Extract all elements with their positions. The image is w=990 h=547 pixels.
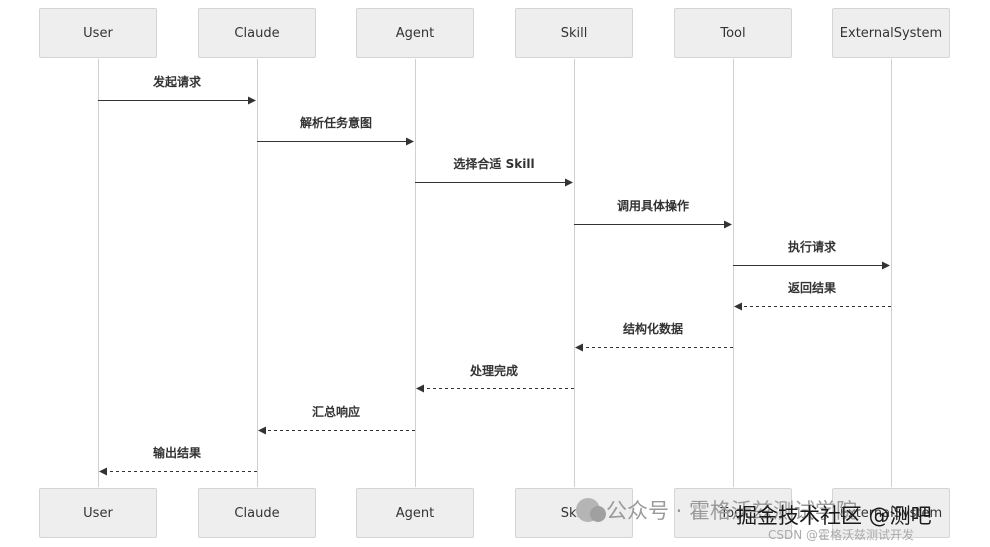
message-arrowhead-10 [99, 467, 107, 476]
message-arrowhead-4 [724, 220, 732, 229]
message-arrowhead-2 [406, 137, 414, 146]
lifeline-externalsystem [891, 59, 892, 487]
participant-label: ExternalSystem [839, 505, 943, 521]
participant-user-bottom: User [39, 488, 157, 538]
message-arrowhead-5 [882, 261, 890, 270]
message-label-4: 调用具体操作 [616, 199, 690, 213]
participant-claude-top: Claude [198, 8, 316, 58]
lifeline-tool [733, 59, 734, 487]
participant-agent-bottom: Agent [356, 488, 474, 538]
message-label-8: 处理完成 [469, 364, 519, 378]
participant-label: Skill [560, 25, 588, 41]
participant-externalsystem-bottom: ExternalSystem [832, 488, 950, 538]
message-arrowhead-8 [416, 384, 424, 393]
participant-label: Agent [395, 25, 435, 41]
message-label-10: 输出结果 [152, 446, 202, 460]
participant-label: User [83, 25, 113, 41]
participant-agent-top: Agent [356, 8, 474, 58]
lifeline-claude [257, 59, 258, 487]
message-label-1: 发起请求 [152, 75, 202, 89]
watermark-platform-text: 公众号 · 霍格沃兹测试学院 [606, 499, 858, 523]
message-label-2: 解析任务意图 [299, 116, 373, 130]
participant-label: Tool [720, 505, 746, 521]
participant-tool-bottom: Tool [674, 488, 792, 538]
message-label-9: 汇总响应 [311, 405, 361, 419]
message-label-7: 结构化数据 [622, 322, 684, 336]
lifeline-skill [574, 59, 575, 487]
lifeline-agent [415, 59, 416, 487]
message-arrowhead-1 [248, 96, 256, 105]
watermark-wechat: 公众号 · 霍格沃兹测试学院 [576, 492, 857, 528]
participant-label: Claude [234, 25, 280, 41]
participant-tool-top: Tool [674, 8, 792, 58]
message-arrowhead-9 [258, 426, 266, 435]
participant-claude-bottom: Claude [198, 488, 316, 538]
participant-skill-bottom: Skill [515, 488, 633, 538]
participant-label: Agent [395, 505, 435, 521]
watermark-juejin: 掘金技术社区 @测吧 [736, 504, 932, 528]
participant-externalsystem-top: ExternalSystem [832, 8, 950, 58]
wechat-icon [576, 498, 606, 522]
message-arrowhead-3 [565, 178, 573, 187]
message-label-5: 执行请求 [787, 240, 837, 254]
participant-label: Claude [234, 505, 280, 521]
message-label-3: 选择合适 Skill [453, 157, 535, 171]
participant-skill-top: Skill [515, 8, 633, 58]
lifeline-user [98, 59, 99, 487]
participant-label: User [83, 505, 113, 521]
message-label-6: 返回结果 [787, 281, 837, 295]
participant-label: ExternalSystem [839, 25, 943, 41]
message-arrowhead-6 [734, 302, 742, 311]
participant-label: Tool [720, 25, 746, 41]
participant-user-top: User [39, 8, 157, 58]
watermark-csdn: CSDN @霍格沃兹测试开发 [768, 528, 915, 542]
message-arrowhead-7 [575, 343, 583, 352]
